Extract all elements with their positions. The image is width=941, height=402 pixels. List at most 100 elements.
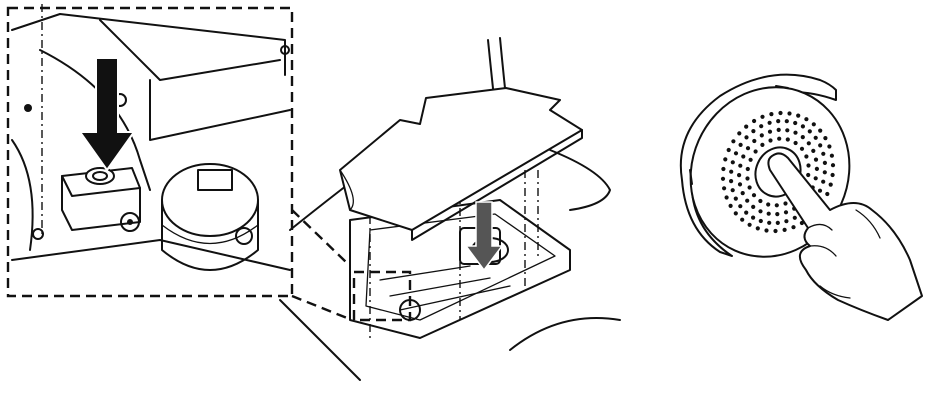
speaker-hole [823,136,828,141]
speaker-hole [751,193,757,198]
body-curve-right [549,149,611,211]
cover-edge [99,19,281,81]
speaker-hole [738,142,743,147]
speaker-hole [738,204,743,209]
speaker-hole [720,176,726,181]
speaker-hole [747,222,752,227]
speaker-hole [728,203,733,208]
top-indicator [775,85,789,89]
speaker-hole [744,210,749,215]
main-assembly-illustration [279,37,621,381]
speaker-hole [766,211,771,216]
speaker-hole [806,141,811,146]
button-ring [85,167,115,185]
speaker-hole [751,215,756,220]
speaker-hole [796,113,801,118]
speaker-hole [724,195,729,200]
speaker-hole [804,117,809,122]
speaker-hole [740,191,745,196]
speaker-hole [785,137,790,142]
speaker-hole [768,138,773,143]
speaker-hole [821,151,826,156]
speaker-hole [733,196,738,201]
screw-1-head [127,219,133,225]
speaker-hole [806,163,811,168]
speaker-hole [729,179,734,184]
speaker-hole [804,154,809,159]
speaker-hole [822,160,827,165]
speaker-hole [793,120,798,126]
speaker-hole [830,172,835,178]
speaker-hole [748,157,753,162]
speaker-hole [752,118,757,124]
speaker-hole [811,122,816,127]
speaker-hole [822,170,827,175]
speaker-hole [741,154,746,159]
button-block-edge [61,175,141,197]
speaker-hole [755,226,760,231]
speaker-hole [729,169,734,174]
speaker-hole [722,186,727,191]
speaker-hole [785,128,790,133]
speaker-hole [721,166,726,172]
speaker-hole [830,163,836,168]
speaker-hole [776,119,781,124]
speaker-hole [767,220,772,225]
speaker-hole [784,219,789,224]
speaker-hole [740,217,745,222]
speaker-hole [814,166,819,171]
hand-icon [767,152,923,321]
speaker-hole [787,111,792,116]
speaker-hole [783,210,789,215]
speaker-hole [730,160,735,165]
speaker-hole [726,147,731,153]
speaker-hole [733,211,738,216]
speaker-hole [807,129,812,134]
speaker-hole [733,151,739,156]
speaker-hole [818,128,823,133]
speaker-hole [745,166,750,172]
speaker-hole [774,203,779,208]
speaker-hole [784,119,789,124]
speaker-hole [745,198,750,203]
speaker-hole [811,148,816,153]
speaker-hole [777,136,782,141]
speaker-hole [799,146,805,151]
speaker-hole [760,114,765,119]
speaker-hole [818,143,823,148]
hub-button-panel [660,60,930,360]
speaker-hole [778,110,783,116]
speaker-hole [751,204,756,209]
speaker-hole [793,140,798,146]
speaker-hole [800,135,805,140]
speaker-hole [753,149,758,154]
speaker-hole [758,198,763,204]
speaker-hole [827,144,832,149]
zoom-detail-panel [0,0,300,300]
motor-slot [197,169,233,191]
cable-left [11,139,34,251]
speaker-hole [764,228,769,233]
speaker-hole [752,138,757,144]
speaker-hole [744,124,749,129]
body-curve-bottom-left [279,299,361,381]
motor-band [161,224,259,244]
speaker-hole [737,131,742,136]
main-assembly-panel [270,20,630,381]
base-edge [11,239,291,271]
speaker-hole [828,182,833,187]
speaker-hole [821,179,826,184]
screw-4 [32,228,44,240]
speaker-hole [758,209,763,214]
finger-crease-3 [855,209,881,239]
hub-illustration [679,73,923,321]
speaker-hole [745,176,750,181]
motor-body [161,199,259,271]
speaker-hole [782,227,787,232]
speaker-hole [759,133,764,138]
speaker-hole [792,215,797,220]
speaker-hole [760,142,765,147]
button-center [92,171,108,181]
connector-line-top [291,209,347,263]
